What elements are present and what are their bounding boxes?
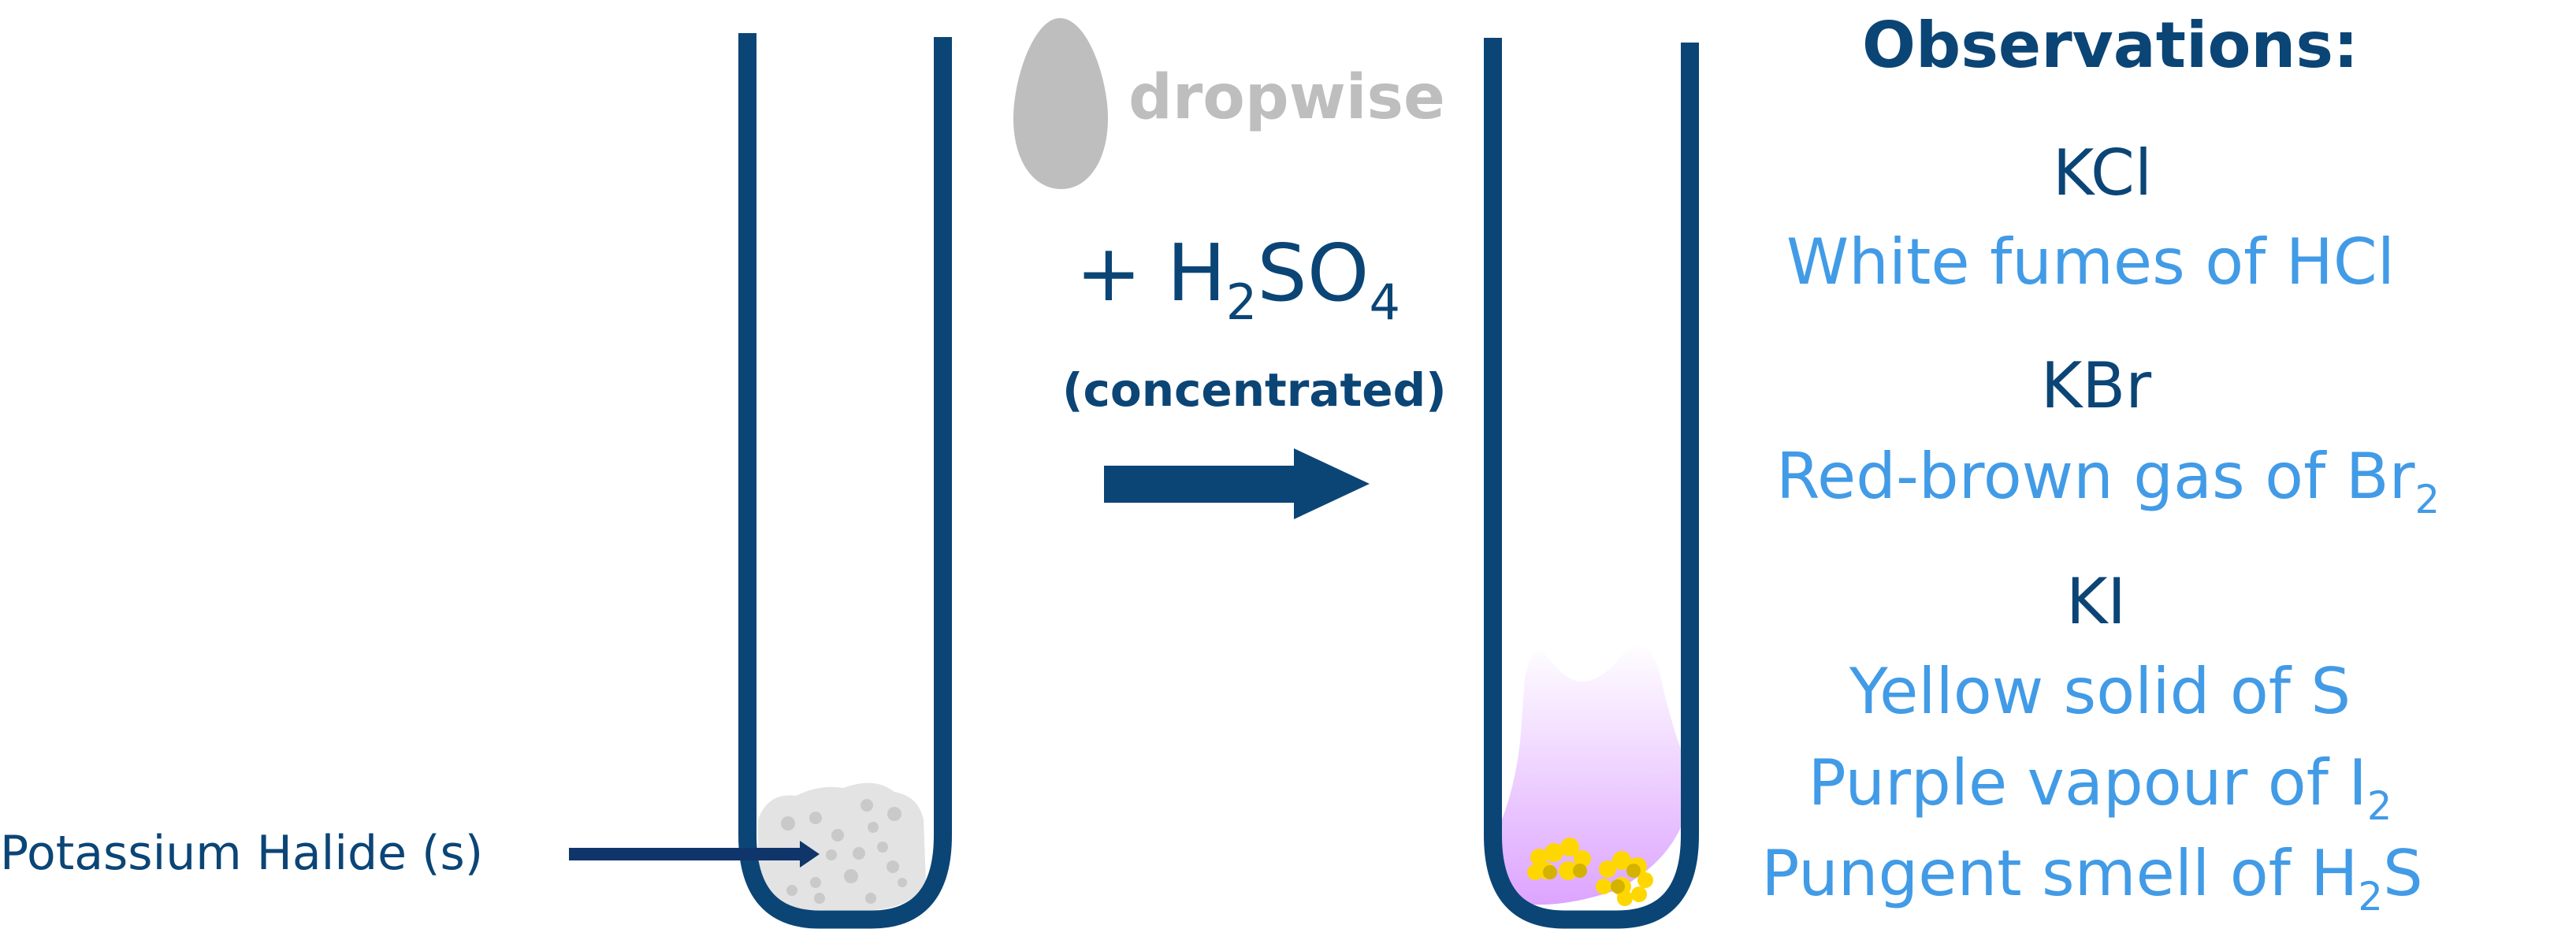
sulfur-solid: [1527, 838, 1653, 906]
formula-sub-4: 4: [1369, 273, 1400, 331]
observations-heading: Observations:: [1862, 9, 2359, 82]
formula-so: SO: [1257, 227, 1370, 319]
potassium-halide-powder: [758, 782, 926, 910]
label-pointer-arrow: [569, 841, 820, 868]
salt-kcl: KCl: [2052, 136, 2153, 210]
observation-text: Pungent smell of H: [1761, 837, 2359, 910]
observation-subscript: 2: [2414, 476, 2440, 522]
left-test-tube: [738, 33, 952, 929]
observation-subscript: 2: [2366, 782, 2392, 829]
potassium-halide-label: Potassium Halide (s): [0, 826, 484, 881]
observation-ki-1: Yellow solid of S: [1849, 660, 2351, 723]
salt-kbr: KBr: [2040, 349, 2152, 422]
observation-kbr-1: Red-brown gas of Br2: [1776, 445, 2440, 519]
observation-text: Purple vapour of I: [1808, 746, 2367, 819]
observation-ki-3: Pungent smell of H2S: [1761, 842, 2423, 916]
dropwise-label: dropwise: [1128, 62, 1445, 133]
purple-vapour: [1502, 641, 1681, 905]
observation-kcl-1: White fumes of HCl: [1786, 231, 2395, 294]
formula-sub-2: 2: [1225, 273, 1258, 331]
right-test-tube: [1484, 38, 1699, 929]
drop-icon: [1013, 18, 1108, 189]
formula-h: H: [1166, 227, 1226, 319]
observation-text: Red-brown gas of Br: [1775, 440, 2415, 513]
observation-subscript: 2: [2358, 873, 2383, 920]
observation-text: White fumes of HCl: [1786, 225, 2395, 299]
reagent-formula: + H2SO4: [1076, 234, 1400, 327]
observation-tail: S: [2382, 837, 2423, 910]
reaction-arrow: [1104, 448, 1370, 519]
observation-text: Yellow solid of S: [1849, 655, 2351, 728]
salt-ki: KI: [2065, 565, 2127, 638]
plus-sign: +: [1076, 227, 1142, 319]
concentrated-label: (concentrated): [1062, 363, 1447, 417]
observation-ki-2: Purple vapour of I2: [1808, 752, 2392, 826]
